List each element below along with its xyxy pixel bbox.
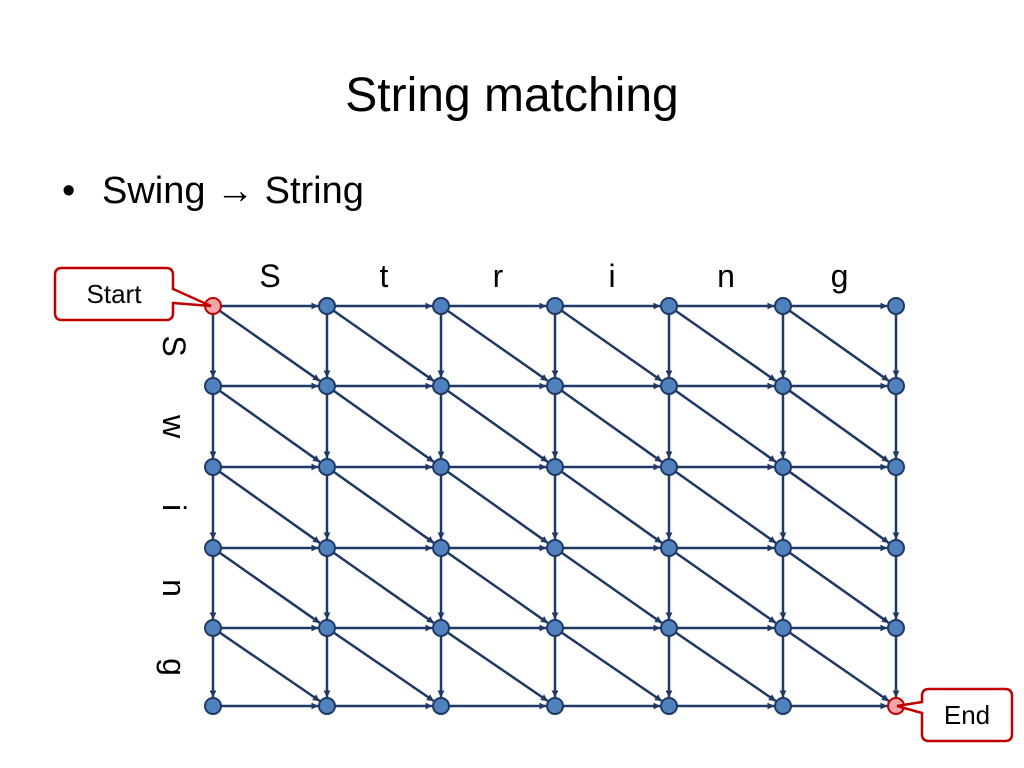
bullet-text: Swing → String [102,170,364,212]
end-label: End [944,700,990,730]
grid-node [204,377,222,395]
grid-node [774,377,792,395]
grid-node [204,539,222,557]
grid-node [546,539,564,557]
column-letter: g [831,258,849,294]
diagonal-edge [446,470,549,544]
diagonal-edge [560,389,663,463]
grid-node [774,458,792,476]
diagonal-edge [788,309,890,382]
diagonal-edge [332,389,435,463]
grid-node [318,458,336,476]
grid-node [432,458,450,476]
diagonal-edge [674,389,777,463]
grid-node [660,539,678,557]
diagonal-edge [218,470,321,544]
grid-node [546,297,564,315]
diagonal-edge [218,389,321,463]
grid-node [432,297,450,315]
bullet-marker: • [62,170,76,212]
diagonal-edge [218,631,321,702]
grid-node [318,297,336,315]
grid-node [774,539,792,557]
grid-node [774,297,792,315]
grid-node [318,377,336,395]
column-letter: n [717,258,735,294]
column-letter: S [259,258,280,294]
diagonal-edge [446,551,549,624]
grid-node [432,539,450,557]
diagonal-edge [560,470,663,544]
diagonal-edge [788,470,890,544]
diagonal-edge [446,389,549,463]
grid-node [660,619,678,637]
diagonal-edge [560,551,663,624]
grid-node [887,539,905,557]
diagonal-edge [560,309,663,382]
row-letter: g [156,658,192,676]
grid-node [318,539,336,557]
grid-nodes [204,297,905,715]
column-letter: t [380,258,389,294]
diagonal-edge [332,470,435,544]
grid-node [432,619,450,637]
start-callout-shape [53,266,212,322]
grid-node [774,619,792,637]
diagonal-edge [674,470,777,544]
grid-node [660,458,678,476]
grid-edges [209,302,900,710]
grid-node [546,377,564,395]
slide-title: String matching [345,69,679,122]
diagonal-edge [674,631,777,702]
grid-node [660,377,678,395]
diagonal-edge [560,631,663,702]
bullet-item: • Swing → String [62,166,364,216]
start-label: Start [87,279,143,309]
column-letter: r [493,258,504,294]
grid-node [774,697,792,715]
grid-node [546,458,564,476]
row-letter: n [156,579,192,597]
grid-node [318,619,336,637]
diagonal-edge [446,309,549,382]
column-letter: i [608,258,615,294]
grid-node [204,697,222,715]
grid-node [887,619,905,637]
grid-node [546,697,564,715]
end-callout: End [896,687,1014,743]
diagonal-edge [332,631,435,702]
grid-node [887,377,905,395]
grid-node [660,297,678,315]
grid-node [204,619,222,637]
row-letter: i [156,504,192,511]
row-letter: S [156,335,192,356]
grid-node [432,697,450,715]
diagonal-edge [674,551,777,624]
grid-node [318,697,336,715]
diagonal-edge [218,551,321,624]
diagonal-edge [332,309,435,382]
grid-node [887,297,905,315]
grid-node [660,697,678,715]
row-letter: w [156,414,192,439]
diagonal-edge [332,551,435,624]
diagonal-edge [788,631,890,702]
diagonal-edge [788,551,890,624]
grid-node [432,377,450,395]
grid-node [204,458,222,476]
row-letters: Sw i n g [156,335,192,676]
diagonal-edge [218,309,321,382]
diagonal-edge [788,389,890,463]
grid-node [887,458,905,476]
start-callout: Start [53,266,212,322]
diagonal-edge [674,309,777,382]
grid-node [546,619,564,637]
end-callout-shape [896,687,1014,743]
diagonal-edge [446,631,549,702]
